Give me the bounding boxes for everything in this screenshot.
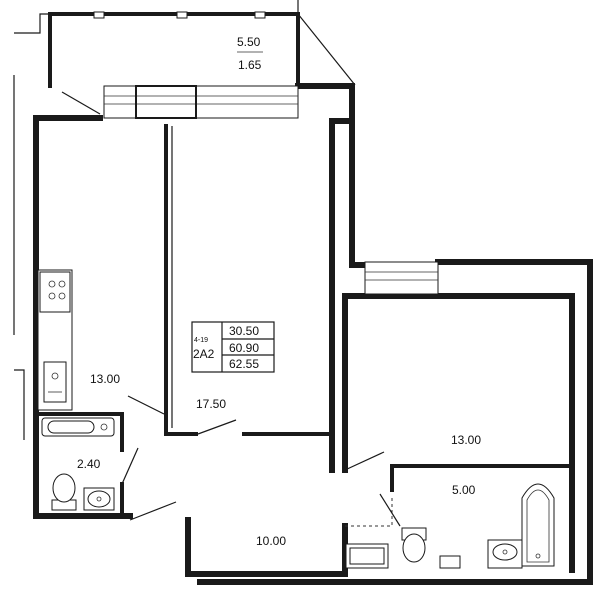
- living-area-label: 17.50: [196, 397, 226, 411]
- window-top: [103, 85, 299, 119]
- outer-walls: [13, 75, 593, 585]
- unit-floors: 4-19: [194, 337, 208, 344]
- unit-total-with-balcony: 62.55: [229, 357, 259, 371]
- unit-total-area: 60.90: [229, 341, 259, 355]
- bathroom-large-area-label: 5.00: [452, 483, 476, 497]
- balcony-area-label: 5.50: [237, 35, 261, 49]
- window-right: [364, 261, 439, 295]
- unit-info-box: 4-19 2A2 30.50 60.90 62.55: [191, 321, 275, 373]
- room-labels: 13.00 17.50 13.00 2.40 5.00 10.00: [77, 372, 481, 548]
- large-bathroom-fixtures: [345, 483, 555, 569]
- kitchen-fixtures: [37, 269, 73, 411]
- balcony: 5.50 1.65: [14, 0, 356, 88]
- unit-code: 2A2: [193, 347, 215, 361]
- bathroom-small-area-label: 2.40: [77, 457, 101, 471]
- interior-walls: [34, 124, 574, 527]
- hall-area-label: 10.00: [256, 534, 286, 548]
- bedroom-area-label: 13.00: [451, 433, 481, 447]
- unit-living-area: 30.50: [229, 324, 259, 338]
- small-bathroom-fixtures: [41, 417, 115, 511]
- balcony-reduced-area-label: 1.65: [238, 58, 262, 72]
- doors: [61, 91, 401, 527]
- kitchen-area-label: 13.00: [90, 372, 120, 386]
